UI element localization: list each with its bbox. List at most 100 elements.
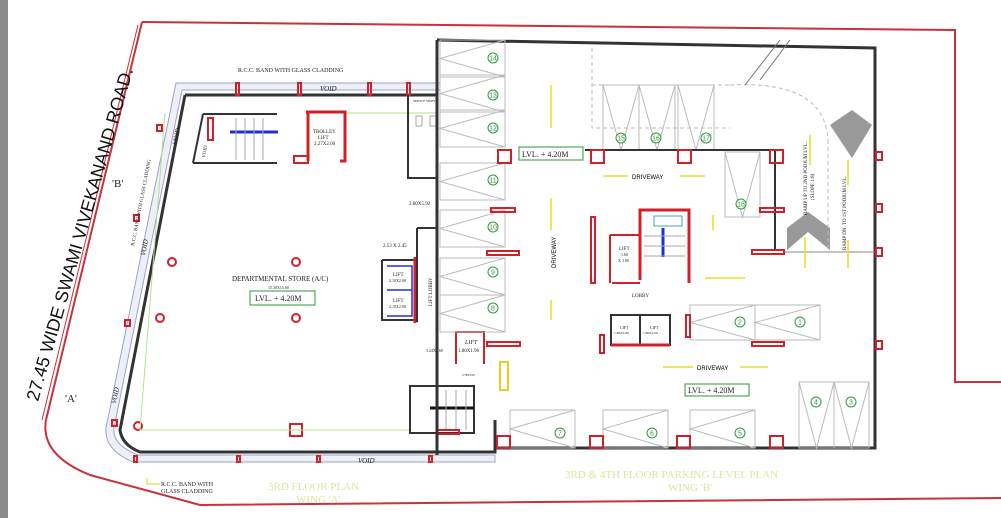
stall-number: 8 xyxy=(491,306,495,313)
void-left-3: VOID xyxy=(110,387,121,405)
parking-stall xyxy=(798,381,835,449)
parking-stall xyxy=(754,304,821,341)
stall-number-circle xyxy=(487,174,499,186)
stall-number: 13 xyxy=(489,93,497,100)
lift-pair-1-size: 1.80X2.00 xyxy=(614,331,629,335)
lift-pair-a xyxy=(381,227,437,323)
lift-a-2: LIFT xyxy=(393,299,404,304)
stall-number: 1 xyxy=(798,320,802,327)
void-bottom: VOID xyxy=(358,457,375,465)
stall-marking xyxy=(688,409,756,449)
lift-lobby-label: LIFT LOBBY xyxy=(429,277,434,306)
stall-number: 7 xyxy=(558,431,562,438)
stall-number: 11 xyxy=(489,178,496,185)
void-stair: VOID xyxy=(202,145,209,159)
void-top: VOID xyxy=(320,85,337,93)
dim-4: 2.78X5.00 xyxy=(462,373,475,377)
stall-number-circle xyxy=(650,132,662,144)
stall-number-circle xyxy=(646,427,658,439)
lift-small-size: 1.80X1.96 xyxy=(458,349,480,354)
traffic-arrows xyxy=(550,85,849,368)
stall-number: 4 xyxy=(814,400,818,407)
stair-top xyxy=(192,113,278,164)
parking-stall xyxy=(689,409,756,449)
stall-marking xyxy=(753,304,821,341)
driveway-bottom: DRIVEWAY xyxy=(697,366,728,372)
stall-marking xyxy=(438,39,506,78)
lift-small-label: LIFT xyxy=(464,340,478,346)
store-size: 15.30X15.60 xyxy=(268,285,289,290)
road-label: 27.45 WIDE SWAMI VIVEKANAND ROAD. xyxy=(23,66,137,404)
stall-number: 12 xyxy=(489,126,497,133)
lobby-label: LOBBY xyxy=(632,294,649,299)
lift-a-1-size: 2.10X2.00 xyxy=(389,278,406,283)
stall-marking xyxy=(601,409,669,449)
band-top-label: R.C.C. BAND WITH GLASS CLADDING xyxy=(238,68,344,74)
stall-number: 17 xyxy=(702,136,710,143)
stall-number-circle xyxy=(700,132,712,144)
marker-a: 'A' xyxy=(65,393,77,405)
parking-stall xyxy=(509,409,576,449)
stall-number-circle xyxy=(734,427,746,439)
driveway-top: DRIVEWAY xyxy=(632,175,663,181)
lift-a-2-size: 2.10X2.00 xyxy=(389,304,406,309)
trolley-lift-size: 2.27X2.00 xyxy=(314,142,336,147)
stall-number: 14 xyxy=(489,56,497,63)
store-label: DEPARTMENTAL STORE (A/C) xyxy=(232,275,329,283)
dim-3: 3.24X4.60 xyxy=(426,348,443,353)
stair-bottom xyxy=(409,385,475,435)
stall-number-circle xyxy=(487,52,499,64)
window-edge xyxy=(0,0,8,518)
stall-number: 6 xyxy=(650,431,654,438)
stall-number: 3 xyxy=(849,400,853,407)
wing-a: R.C.C. BAND WITH GLASS CLADDING R.C.C. B… xyxy=(105,68,521,506)
band-bottom-label-1: R.C.C. BAND WITH xyxy=(161,482,214,488)
wing-a-title-1: 3RD FLOOR PLAN xyxy=(268,481,359,493)
stall-number-circle xyxy=(487,89,499,101)
lift-pair-2-size: 1.80X2.00 xyxy=(643,331,658,335)
stall-number: 9 xyxy=(491,270,495,277)
stall-number-circle xyxy=(845,396,857,408)
parking-stall xyxy=(439,294,506,333)
parking-stall xyxy=(833,381,870,449)
stall-number-circle xyxy=(615,132,627,144)
dim-2: 2.53 X 2.45 xyxy=(383,244,407,249)
stall-marking xyxy=(438,162,506,201)
stall-number-circle xyxy=(735,198,747,210)
void-left: VOID xyxy=(171,128,182,146)
lift-pair-1: LIFT xyxy=(620,325,629,330)
stall-number: 5 xyxy=(738,431,742,438)
stall-number-circle xyxy=(487,122,499,134)
stall-number: 2 xyxy=(738,320,742,327)
stall-marking xyxy=(833,381,870,450)
wing-b-level-bottom: LVL. + 4.20M xyxy=(688,386,734,395)
stall-number-circle xyxy=(487,221,499,233)
wing-b-level-top: LVL. + 4.20M xyxy=(522,150,568,159)
service-block xyxy=(407,95,437,179)
stall-marking xyxy=(438,257,506,296)
stall-number-circle xyxy=(554,427,566,439)
lift-core-label-2: 1.60 xyxy=(621,252,628,257)
service-shaft-label: SERVICE SHAFT xyxy=(413,99,436,103)
dim-1: 2.80X5.92 xyxy=(409,202,431,207)
stall-marking xyxy=(798,381,835,450)
ramp-down-label: RAMP DN. TO 1ST PODIUM LVL. xyxy=(843,176,848,250)
driveway-vertical: DRIVEWAY xyxy=(552,237,558,268)
stall-number: 16 xyxy=(652,136,660,143)
trolley-lift: TROLLEY LIFT 2.27X2.00 xyxy=(293,110,347,164)
stall-number-circle xyxy=(487,266,499,278)
lift-core xyxy=(609,208,691,347)
void-left-2: VOID xyxy=(139,239,150,257)
ramp-up-label: RAMP UP TO 2ND PODIUM LVL. xyxy=(804,142,809,215)
lift-pair-2: LIFT xyxy=(650,325,659,330)
stall-marking xyxy=(438,294,506,333)
band-bottom-label-2: GLASS CLADDING xyxy=(161,489,214,495)
wing-b-title-2: WING 'B' xyxy=(668,482,712,494)
marker-b: 'B' xyxy=(112,178,123,190)
wing-a-title-2: WING 'A' xyxy=(296,494,341,506)
stall-marking xyxy=(724,151,761,219)
trolley-lift-label: TROLLEY xyxy=(313,130,336,135)
lift-core-label-1: LIFT xyxy=(619,247,630,252)
stall-marking xyxy=(438,74,506,113)
